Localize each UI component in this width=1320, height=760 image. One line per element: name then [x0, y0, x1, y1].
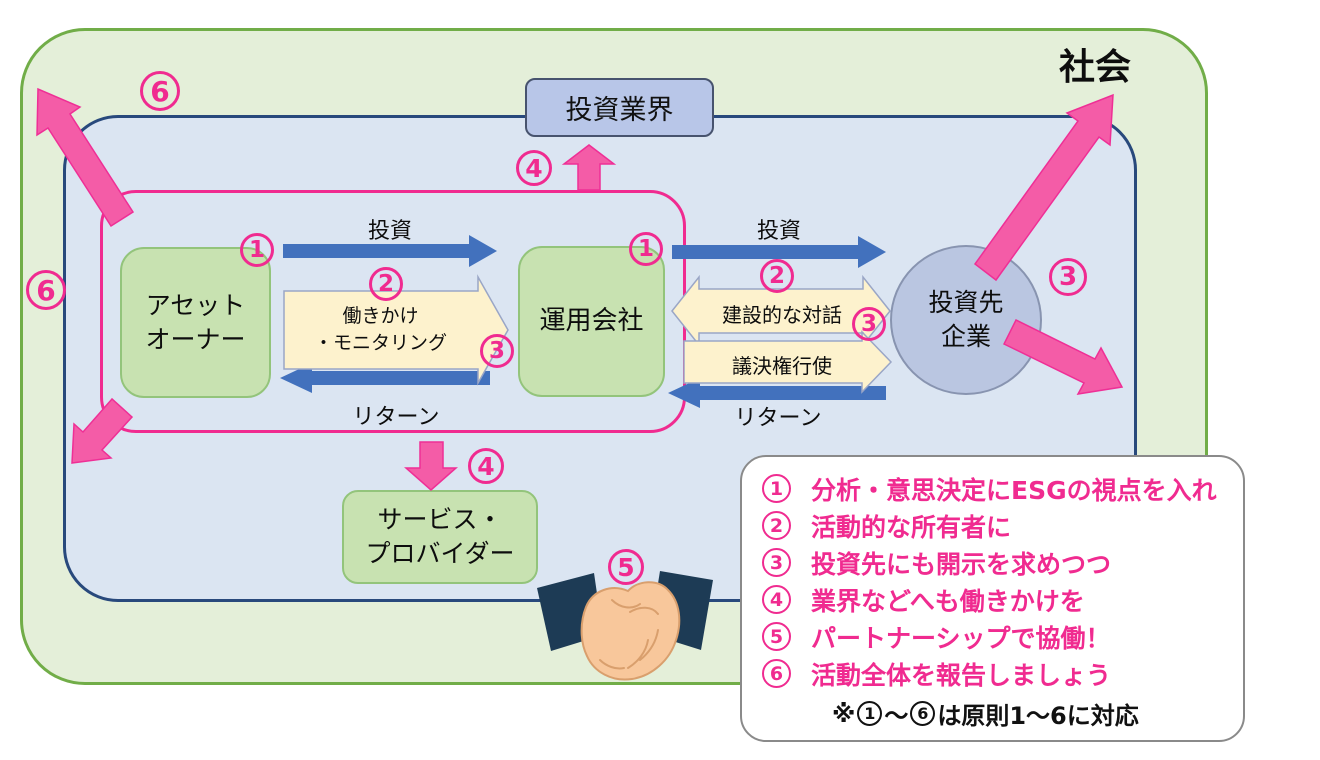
badge-3-disclosure: 3	[1049, 258, 1087, 296]
badge-1-management: 1	[629, 232, 663, 266]
legend-badge-4: 4	[762, 585, 791, 614]
legend-box: 1 分析・意思決定にESGの視点を入れ 2 活動的な所有者に 3 投資先にも開示…	[740, 455, 1245, 742]
legend-badge-5: 5	[762, 622, 791, 651]
badge-3-voting: 3	[852, 307, 886, 341]
badge-2-dialogue: 2	[760, 259, 794, 293]
legend-badge-6: 6	[762, 659, 791, 688]
legend-text-1: 分析・意思決定にESGの視点を入れ	[811, 475, 1217, 505]
society-label: 社会	[1058, 47, 1131, 88]
service-provider-box: サービス・ プロバイダー	[342, 490, 538, 584]
investee-label-line1: 投資先	[928, 288, 1004, 318]
investee-company-circle: 投資先 企業	[890, 245, 1042, 395]
legend-item-1: 1 分析・意思決定にESGの視点を入れ	[754, 470, 1227, 507]
investee-label-line2: 企業	[940, 322, 991, 351]
dialogue-label: 建設的な対話	[722, 303, 842, 327]
engagement-label: 働きかけ ・モニタリング	[288, 303, 473, 357]
legend-text-6: 活動全体を報告しましょう	[811, 660, 1112, 690]
legend-text-5: パートナーシップで協働！	[811, 623, 1111, 653]
service-provider-label-line2: プロバイダー	[365, 539, 515, 568]
legend-item-6: 6 活動全体を報告しましょう	[754, 655, 1227, 692]
legend-item-5: 5 パートナーシップで協働！	[754, 618, 1227, 655]
legend-note-num-to: 6	[910, 701, 936, 726]
legend-item-2: 2 活動的な所有者に	[754, 507, 1227, 544]
investment-industry-box: 投資業界	[525, 78, 714, 137]
legend-note-tilde: ～	[884, 702, 909, 730]
legend-text-3: 投資先にも開示を求めつつ	[811, 549, 1112, 579]
legend-badge-2: 2	[762, 511, 791, 540]
legend-badge-3: 3	[762, 548, 791, 577]
investment-industry-label: 投資業界	[565, 95, 674, 126]
badge-5-partnership: 5	[608, 549, 644, 585]
legend-item-4: 4 業界などへも働きかけを	[754, 581, 1227, 618]
asset-owner-label-line2: オーナー	[145, 324, 246, 354]
legend-note-suffix: は原則1～6に対応	[937, 702, 1139, 730]
legend-note-prefix: ※	[832, 699, 856, 728]
badge-4-service-provider: 4	[468, 448, 504, 484]
engagement-label-line1: 働きかけ	[342, 305, 419, 327]
return-label-left: リターン	[352, 405, 440, 430]
legend-text-2: 活動的な所有者に	[811, 512, 1012, 542]
badge-4-industry: 4	[516, 150, 552, 186]
invest-label-right: 投資	[756, 219, 801, 244]
legend-note-num-from: 1	[857, 701, 883, 726]
badge-2-engagement: 2	[369, 267, 403, 301]
engagement-label-line2: ・モニタリング	[313, 332, 447, 354]
badge-6-report-left: 6	[26, 270, 66, 310]
management-company-box: 運用会社	[518, 246, 665, 397]
legend-badge-1: 1	[762, 474, 791, 503]
service-provider-label-line1: サービス・	[377, 505, 503, 535]
legend-item-3: 3 投資先にも開示を求めつつ	[754, 544, 1227, 581]
badge-6-report-top: 6	[140, 71, 180, 111]
management-company-label: 運用会社	[539, 305, 644, 336]
legend-text-4: 業界などへも働きかけを	[811, 586, 1085, 616]
voting-label: 議決権行使	[732, 354, 832, 378]
legend-note: ※ 1 ～ 6 は原則1～6に対応	[754, 696, 1227, 731]
return-label-right: リターン	[734, 406, 822, 431]
invest-label-left: 投資	[367, 219, 412, 244]
asset-owner-box: アセット オーナー	[120, 247, 271, 398]
badge-3-engagement: 3	[480, 334, 514, 368]
badge-1-asset-owner: 1	[240, 233, 274, 267]
asset-owner-label-line1: アセット	[145, 290, 246, 320]
